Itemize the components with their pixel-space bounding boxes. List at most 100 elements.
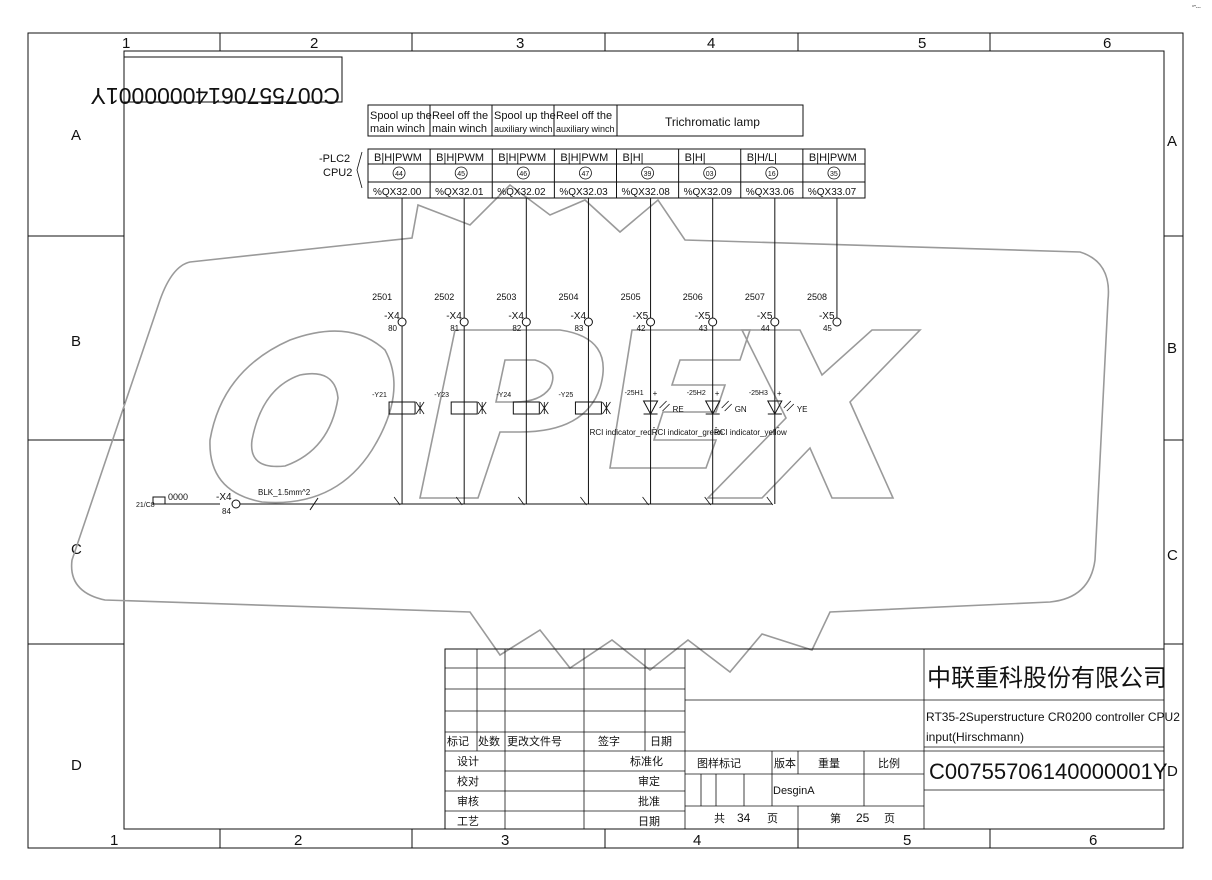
output-type: B|H|	[685, 152, 706, 164]
lamp-color: RE	[673, 405, 684, 414]
terminal-circle	[832, 317, 842, 327]
light-rays-icon	[783, 400, 795, 412]
pin-circle	[579, 166, 592, 180]
function-label-2b: main winch	[432, 123, 487, 135]
function-label-3a: Spool up the	[494, 110, 556, 122]
output-address: %QX32.02	[497, 187, 546, 198]
terminal-number: 43	[699, 324, 708, 333]
common-ref: 21/C8	[136, 502, 155, 509]
output-type: B|H|PWM	[809, 152, 857, 164]
output-pin: 03	[706, 171, 714, 178]
output-pin: 45	[457, 171, 465, 178]
info-scale: 比例	[878, 756, 900, 770]
terminal-number: 42	[637, 324, 646, 333]
output-address: %QX32.01	[435, 187, 484, 198]
output-type: B|H|	[623, 152, 644, 164]
terminal-circle	[459, 317, 469, 327]
terminal-circle	[583, 317, 593, 327]
device-tag: -Y21	[372, 392, 387, 399]
valve-coil-icon	[574, 401, 602, 415]
title-block: 标记 处数 更改文件号 签字 日期 设计 校对 审核 工艺 标准化 审定 批准 …	[444, 648, 1180, 830]
drawing-title-line2: input(Hirschmann)	[926, 730, 1024, 744]
drawing-title-line1: RT35-2Superstructure CR0200 controller C…	[926, 710, 1180, 724]
light-rays-icon	[721, 400, 732, 412]
common-cable: BLK_1.5mm^2	[258, 488, 311, 497]
function-label-1b: main winch	[370, 123, 425, 135]
sheet-total-unit: 页	[767, 812, 778, 825]
terminal-number: 83	[574, 324, 583, 333]
terminal-tag: -X4	[570, 311, 586, 322]
pin-circle	[827, 166, 841, 180]
role-process: 工艺	[457, 815, 479, 828]
pin-circle	[765, 166, 779, 180]
rev-header-count: 处数	[478, 735, 500, 748]
pin-circle	[641, 166, 654, 180]
plus-sign: +	[777, 389, 782, 398]
col-3-top: 3	[516, 35, 524, 52]
valve-symbol-icon	[539, 401, 549, 415]
terminal-circle	[770, 317, 780, 327]
function-label-2a: Reel off the	[432, 110, 488, 122]
output-address: %QX32.08	[622, 187, 671, 198]
role-approve-review: 审定	[638, 774, 660, 788]
output-pin: 16	[768, 171, 776, 178]
output-address: %QX33.07	[808, 187, 857, 198]
terminal-number: 44	[761, 324, 770, 333]
pin-circle	[703, 166, 717, 180]
role-standard: 标准化	[630, 754, 663, 768]
wire-number: 2508	[807, 292, 827, 302]
output-address: %QX32.03	[559, 187, 608, 198]
function-header: Spool up the main winch Reel off the mai…	[367, 104, 804, 137]
terminal-circle	[646, 317, 656, 327]
lamp-label: RCI indicator_yellow	[714, 428, 787, 437]
terminal-tag: -X4	[508, 311, 524, 322]
lamp-diode-icon	[642, 400, 659, 416]
terminal-tag: -X4	[446, 311, 462, 322]
output-pin: 47	[581, 171, 589, 178]
lamp-color: YE	[797, 405, 808, 414]
row-a-right: A	[1167, 133, 1177, 150]
role-review: 审核	[457, 794, 479, 808]
output-type: B|H|PWM	[374, 152, 422, 164]
common-term-no: 84	[222, 507, 231, 516]
col-4-bottom: 4	[693, 832, 701, 849]
lamp-diode-icon	[704, 400, 721, 416]
rev-header-mark: 标记	[447, 734, 469, 748]
output-pin: 46	[519, 171, 527, 178]
device-tag: -Y23	[434, 392, 449, 399]
col-2-top: 2	[310, 35, 318, 52]
valve-symbol-icon	[602, 401, 611, 415]
drawing-number: C00755706140000001Y	[929, 759, 1168, 784]
pin-circle	[392, 166, 406, 180]
plus-sign: +	[715, 389, 720, 398]
zone-dividers	[28, 33, 1183, 848]
output-pin: 35	[830, 171, 838, 178]
lamp-label: RCI indicator_red	[590, 428, 652, 437]
function-label-4b: auxiliary winch	[556, 124, 615, 134]
sheet-total-label: 共	[714, 812, 725, 825]
output-type: B|H|PWM	[560, 152, 608, 164]
plc-cpu: CPU2	[323, 167, 352, 179]
valve-coil-icon	[512, 401, 540, 415]
role-approve: 批准	[638, 794, 660, 808]
function-label-5: Trichromatic lamp	[665, 115, 760, 129]
terminal-circle	[521, 317, 531, 327]
wire-number: 2506	[683, 292, 703, 302]
output-pin: 44	[395, 171, 403, 178]
minus-sign: -	[653, 423, 656, 432]
sheet-no-label: 第	[830, 811, 841, 825]
minus-sign: -	[715, 423, 718, 432]
row-d-right: D	[1167, 763, 1178, 780]
terminal-number: 80	[388, 324, 397, 333]
gear-outline-icon	[70, 183, 1110, 674]
device-tag: -Y25	[558, 392, 573, 399]
common-terminal	[231, 499, 241, 509]
output-address: %QX32.00	[373, 187, 422, 198]
pin-circle	[454, 166, 468, 180]
terminal-number: 45	[823, 324, 832, 333]
col-4-top: 4	[707, 35, 715, 52]
mirrored-drawing-number: C00755706140000001Y	[91, 56, 343, 109]
